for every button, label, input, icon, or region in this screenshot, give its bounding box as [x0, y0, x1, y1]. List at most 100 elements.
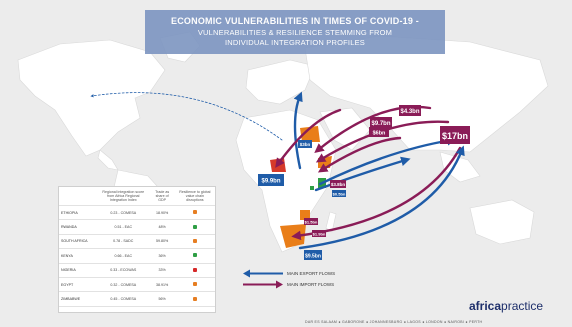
resilience-indicator — [192, 224, 197, 229]
madagascar-landmass — [325, 211, 337, 233]
title-line-1: ECONOMIC VULNERABILITIES IN TIMES OF COV… — [171, 16, 419, 26]
africapractice-logo: africapractice — [469, 299, 543, 313]
resilience-indicator — [192, 267, 197, 272]
flow-label-3-8bn: $3.8bn — [331, 182, 346, 187]
resilience-indicator — [192, 296, 197, 301]
australia-landmass — [469, 199, 535, 245]
import-arrow-icon — [243, 280, 283, 289]
europe-landmass — [245, 59, 316, 105]
brand-part-practice: practice — [501, 299, 544, 313]
import-flow-from-europe — [275, 108, 342, 168]
legend-export-row: MAIN EXPORT FLOWS — [243, 268, 365, 279]
integration-score: 0.66 - EAC — [97, 248, 150, 264]
export-flow-to-asia-2 — [314, 156, 411, 192]
central-america-landmass — [97, 149, 119, 171]
country-name: EGYPT — [59, 277, 97, 293]
country-name: RWANDA — [59, 219, 97, 235]
export-flow-to-europe — [293, 91, 303, 170]
resilience-cell — [174, 205, 215, 221]
flow-label-box-6bn — [369, 127, 389, 137]
export-flow-to-china — [318, 136, 457, 186]
integration-score: 0.32 - COMESA — [97, 277, 150, 293]
import-flow-from-india — [317, 136, 402, 173]
integration-score: 0.23 - COMESA — [97, 205, 150, 221]
legend-import-label: MAIN IMPORT FLOWS — [287, 282, 335, 287]
resilience-cell — [174, 219, 215, 235]
egypt-highlight — [300, 126, 320, 142]
asia-landmass — [304, 35, 549, 153]
resilience-cell — [174, 234, 215, 250]
legend: MAIN EXPORT FLOWS MAIN IMPORT FLOWS — [243, 268, 365, 292]
trade-share: 36% — [149, 248, 175, 264]
resilience-indicator — [192, 253, 197, 258]
resilience-cell — [174, 277, 215, 293]
flow-label-box-4-3bn — [399, 105, 421, 116]
country-name: ZIMBABWE — [59, 291, 97, 307]
title-line-3: INDIVIDUAL INTEGRATION PROFILES — [225, 38, 365, 47]
country-name: SOUTH AFRICA — [59, 234, 97, 250]
trade-share: 48% — [149, 219, 175, 235]
north-america-landmass — [17, 39, 166, 157]
integration-score: 0.33 - ECOWAS — [97, 263, 150, 278]
resilience-cell — [174, 291, 215, 307]
title-line-2: VULNERABILITIES & RESILIENCE STEMMING FR… — [197, 28, 393, 37]
flow-label-1-9bn: $1.9bn — [313, 232, 326, 237]
flow-label-box-1-5bn — [304, 218, 318, 225]
flow-label-box-17bn — [440, 126, 470, 144]
legend-import-row: MAIN IMPORT FLOWS — [243, 279, 365, 290]
export-flow-sa-to-china — [298, 145, 465, 250]
trade-share: 59.80% — [149, 234, 175, 250]
resilience-cell — [174, 263, 215, 278]
flow-label-box-1-9bn — [312, 230, 326, 237]
integration-score: 0.45 - COMESA — [97, 291, 150, 307]
rwanda-highlight — [310, 186, 314, 190]
export-flow-to-usa — [90, 92, 283, 141]
flow-label-17bn: $17bn — [442, 131, 468, 141]
flow-label-9-5bn: $9.5bn — [305, 254, 321, 260]
flow-label-4-3bn: $4.3bn — [400, 109, 419, 115]
export-arrow-icon — [243, 269, 283, 278]
resilience-indicator — [192, 238, 197, 243]
flow-label-box-9-5bn — [304, 250, 322, 260]
trade-share: 33% — [149, 263, 175, 278]
flow-label-box-3bn — [298, 140, 312, 148]
resilience-cell — [174, 248, 215, 264]
integration-table: Regional integration score from Africa R… — [58, 186, 216, 313]
trade-share: 56% — [149, 291, 175, 307]
flow-label-box-9-9bn — [258, 174, 284, 186]
table-header-blank — [59, 187, 97, 206]
zimbabwe-highlight — [300, 210, 310, 220]
resilience-indicator — [192, 282, 197, 287]
flow-label-box-9-7bn — [370, 117, 392, 128]
flow-label-box-3-8bn — [330, 180, 346, 188]
table-header-row: Regional integration score from Africa R… — [59, 187, 215, 206]
resilience-indicator — [192, 210, 197, 215]
integration-score: 0.78 - SADC — [97, 234, 150, 250]
trade-share: 18.90% — [149, 205, 175, 221]
flow-label-6bn: $6bn — [373, 131, 386, 137]
flow-label-1-5bn: $1.5bn — [305, 220, 318, 225]
flow-label-9-9bn: $9.9bn — [261, 179, 280, 185]
flow-label-box-0-5bn — [332, 190, 346, 197]
legend-export-label: MAIN EXPORT FLOWS — [287, 271, 336, 276]
table-header-score: Regional integration score from Africa R… — [97, 187, 150, 206]
integration-score: 0.51 - EAC — [97, 219, 150, 235]
flow-label-9-7bn: $9.7bn — [371, 121, 390, 127]
office-locations: DAR ES SALAAM ● GABORONE ● JOHANNESBURG … — [305, 320, 483, 324]
trade-share: 38.91% — [149, 277, 175, 293]
country-name: KENYA — [59, 248, 97, 264]
title-box: ECONOMIC VULNERABILITIES IN TIMES OF COV… — [145, 10, 445, 54]
brand-part-africa: africa — [469, 299, 502, 313]
table-header-trade: Trade as share of GDP — [149, 187, 175, 206]
country-name: NIGERIA — [59, 263, 97, 278]
flow-label-3bn: $3bn — [300, 142, 311, 147]
